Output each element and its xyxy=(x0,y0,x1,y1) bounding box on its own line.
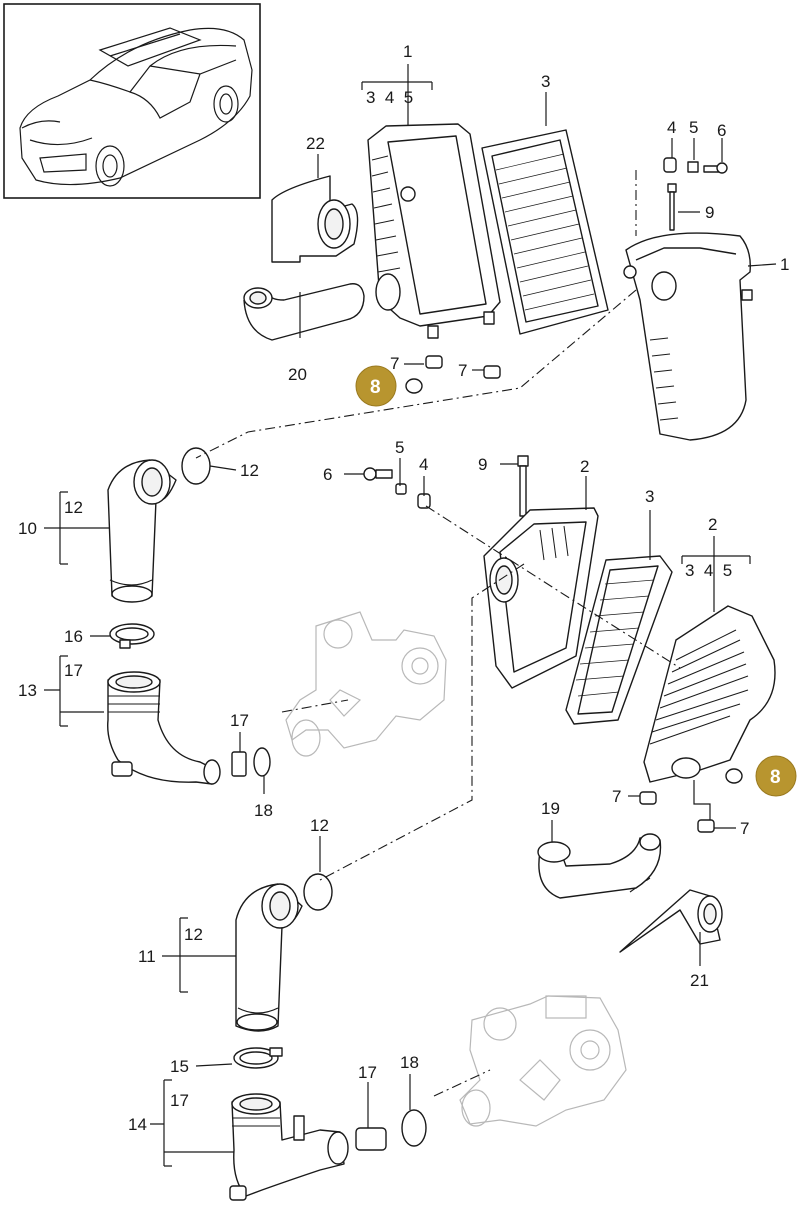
callout-19: 19 xyxy=(541,799,560,818)
callout-6-mid: 6 xyxy=(323,465,332,484)
part-8-nut-a xyxy=(405,378,423,394)
callout-20: 20 xyxy=(288,365,307,384)
part-11-duct xyxy=(235,883,303,1032)
callout-12-a: 12 xyxy=(64,498,83,517)
turbocharger-ghost-b xyxy=(459,995,627,1127)
part-17-sleeve-a xyxy=(231,751,247,777)
callout-10: 10 xyxy=(18,519,37,538)
callout-7-b: 7 xyxy=(458,361,467,380)
callout-3-4-5-right: 3 4 5 xyxy=(685,561,732,580)
part-14-hose xyxy=(229,1093,349,1201)
callout-5-mid: 5 xyxy=(395,438,404,457)
part-2-housing-mid xyxy=(483,507,599,689)
part-21-duct xyxy=(619,889,723,953)
part-22-duct xyxy=(271,175,359,263)
badge-8-left-text: 8 xyxy=(370,377,381,398)
part-18-clamp-b xyxy=(401,1109,427,1147)
callout-12-b: 12 xyxy=(240,461,259,480)
part-9-bolt-mid xyxy=(517,455,529,517)
part-10-duct xyxy=(107,459,177,603)
part-1-housing-right xyxy=(623,232,753,441)
callout-4-mid: 4 xyxy=(419,455,428,474)
callout-2-right: 2 xyxy=(708,515,717,534)
assembly-lines xyxy=(195,170,681,1097)
badge-8-right-text: 8 xyxy=(770,767,781,788)
turbocharger-ghost-a xyxy=(285,611,447,757)
callout-6-top-right: 6 xyxy=(717,121,726,140)
callout-15: 15 xyxy=(170,1057,189,1076)
part-7-grommet-b xyxy=(483,365,501,379)
callout-7-a: 7 xyxy=(390,354,399,373)
callout-13: 13 xyxy=(18,681,37,700)
vehicle-thumbnail xyxy=(3,3,261,199)
part-7-grommet-c xyxy=(639,791,657,805)
part-13-hose xyxy=(107,671,221,785)
part-12-ring-c xyxy=(303,873,333,911)
callout-7-d: 7 xyxy=(740,819,749,838)
callout-17-a: 17 xyxy=(64,661,83,680)
part-18-clamp-a xyxy=(253,747,271,777)
part-1-housing-top xyxy=(367,123,501,339)
part-16-clamp xyxy=(109,623,155,649)
callout-17-d: 17 xyxy=(358,1063,377,1082)
part-17-sleeve-c xyxy=(355,1127,387,1151)
part-3-filter-mid xyxy=(565,555,673,725)
callout-17-b: 17 xyxy=(230,711,249,730)
badge-8-right[interactable]: 8 xyxy=(755,755,797,797)
callout-21: 21 xyxy=(690,971,709,990)
part-7-grommet-a xyxy=(425,355,443,369)
callout-9-top-right: 9 xyxy=(705,203,714,222)
callout-2-mid: 2 xyxy=(580,457,589,476)
part-15-clamp xyxy=(233,1047,283,1069)
callout-1-top: 1 xyxy=(403,42,412,61)
callout-11: 11 xyxy=(138,947,156,966)
callout-3-mid: 3 xyxy=(645,487,654,506)
callout-18-a: 18 xyxy=(254,801,273,820)
callout-18-b: 18 xyxy=(400,1053,419,1072)
part-2-housing-right xyxy=(643,605,776,783)
callout-14: 14 xyxy=(128,1115,147,1134)
part-19-hose xyxy=(537,833,662,899)
part-4-5-6-top xyxy=(663,157,728,174)
part-9-bolt-top xyxy=(667,183,677,231)
part-6-5-4-mid xyxy=(363,467,431,509)
callout-1-right: 1 xyxy=(780,255,789,274)
callout-17-c: 17 xyxy=(170,1091,189,1110)
part-20-hose xyxy=(243,283,365,341)
part-8-nut-b xyxy=(725,768,743,784)
callout-9-mid: 9 xyxy=(478,455,487,474)
callout-12-d: 12 xyxy=(184,925,203,944)
callout-3-4-5-top: 3 4 5 xyxy=(366,88,413,107)
part-3-filter-top xyxy=(481,129,609,335)
callout-7-c: 7 xyxy=(612,787,621,806)
callout-22: 22 xyxy=(306,134,325,153)
callout-12-c: 12 xyxy=(310,816,329,835)
leader-lines xyxy=(44,64,777,1167)
part-7-grommet-d xyxy=(697,819,715,833)
callout-16: 16 xyxy=(64,627,83,646)
badge-8-left[interactable]: 8 xyxy=(355,365,397,407)
callout-labels: 1 3 4 5 3 22 20 7 7 4 5 6 9 1 12 10 12 6… xyxy=(18,42,789,1134)
callout-5-top-right: 5 xyxy=(689,118,698,137)
callout-3-top: 3 xyxy=(541,72,550,91)
callout-4-top-right: 4 xyxy=(667,118,676,137)
